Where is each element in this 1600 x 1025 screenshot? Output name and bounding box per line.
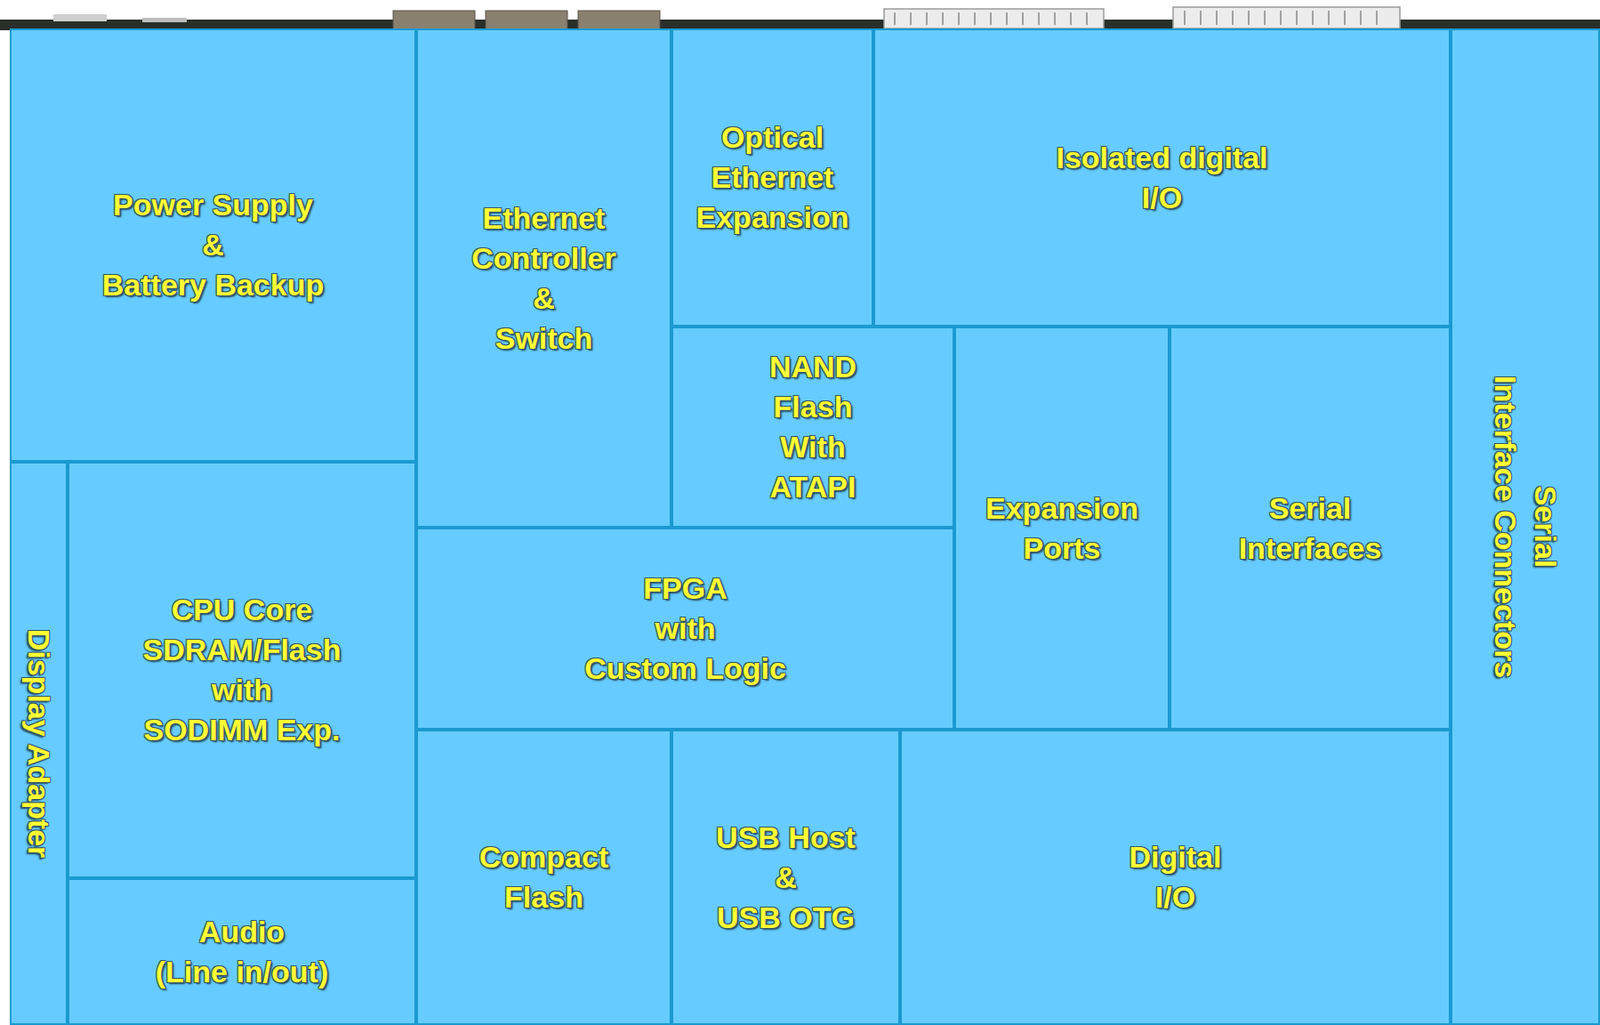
- block-label: USB Host & USB OTG: [715, 817, 856, 938]
- board-part: [53, 14, 107, 22]
- block-label: Compact Flash: [479, 836, 609, 917]
- block-region: Ethernet Controller & Switch: [418, 30, 670, 526]
- block-label: CPU Core SDRAM/Flash with SODIMM Exp.: [143, 589, 342, 750]
- terminal-ticks: [894, 10, 1377, 25]
- rj45-connectors: [393, 10, 660, 31]
- block-region: Compact Flash: [418, 731, 670, 1023]
- board-part: [142, 17, 187, 23]
- block-region: USB Host & USB OTG: [673, 731, 899, 1023]
- block-label: Serial Interfaces: [1238, 488, 1383, 569]
- block-region: NAND Flash With ATAPI: [673, 328, 953, 526]
- block-region: Power Supply & Battery Backup: [11, 30, 415, 460]
- block-label: Optical Ethernet Expansion: [696, 117, 850, 238]
- block-label: Isolated digital I/O: [1055, 137, 1268, 218]
- block-region: Display Adapter: [11, 463, 66, 1023]
- block-label: FPGA with Custom Logic: [584, 568, 787, 689]
- block-label: Serial Interface Connectors: [1485, 375, 1566, 678]
- block-region: Optical Ethernet Expansion: [673, 30, 872, 325]
- block-label: Display Adapter: [18, 628, 59, 859]
- block-region: Audio (Line in/out): [69, 879, 415, 1023]
- block-region: Expansion Ports: [956, 328, 1168, 728]
- block-region: Serial Interface Connectors: [1452, 30, 1599, 1023]
- block-label: Ethernet Controller & Switch: [471, 198, 616, 359]
- block-region: Serial Interfaces: [1171, 328, 1449, 728]
- block-region: CPU Core SDRAM/Flash with SODIMM Exp.: [69, 463, 415, 877]
- block-region: FPGA with Custom Logic: [418, 529, 953, 728]
- block-label: Expansion Ports: [985, 488, 1139, 569]
- block-label: Digital I/O: [1129, 836, 1223, 917]
- block-label: Power Supply & Battery Backup: [102, 184, 324, 306]
- block-label: NAND Flash With ATAPI: [769, 346, 857, 507]
- block-region: Digital I/O: [901, 731, 1449, 1023]
- terminal-blocks: [884, 7, 1400, 29]
- block-region: Isolated digital I/O: [875, 30, 1449, 325]
- block-label: Audio (Line in/out): [155, 911, 330, 992]
